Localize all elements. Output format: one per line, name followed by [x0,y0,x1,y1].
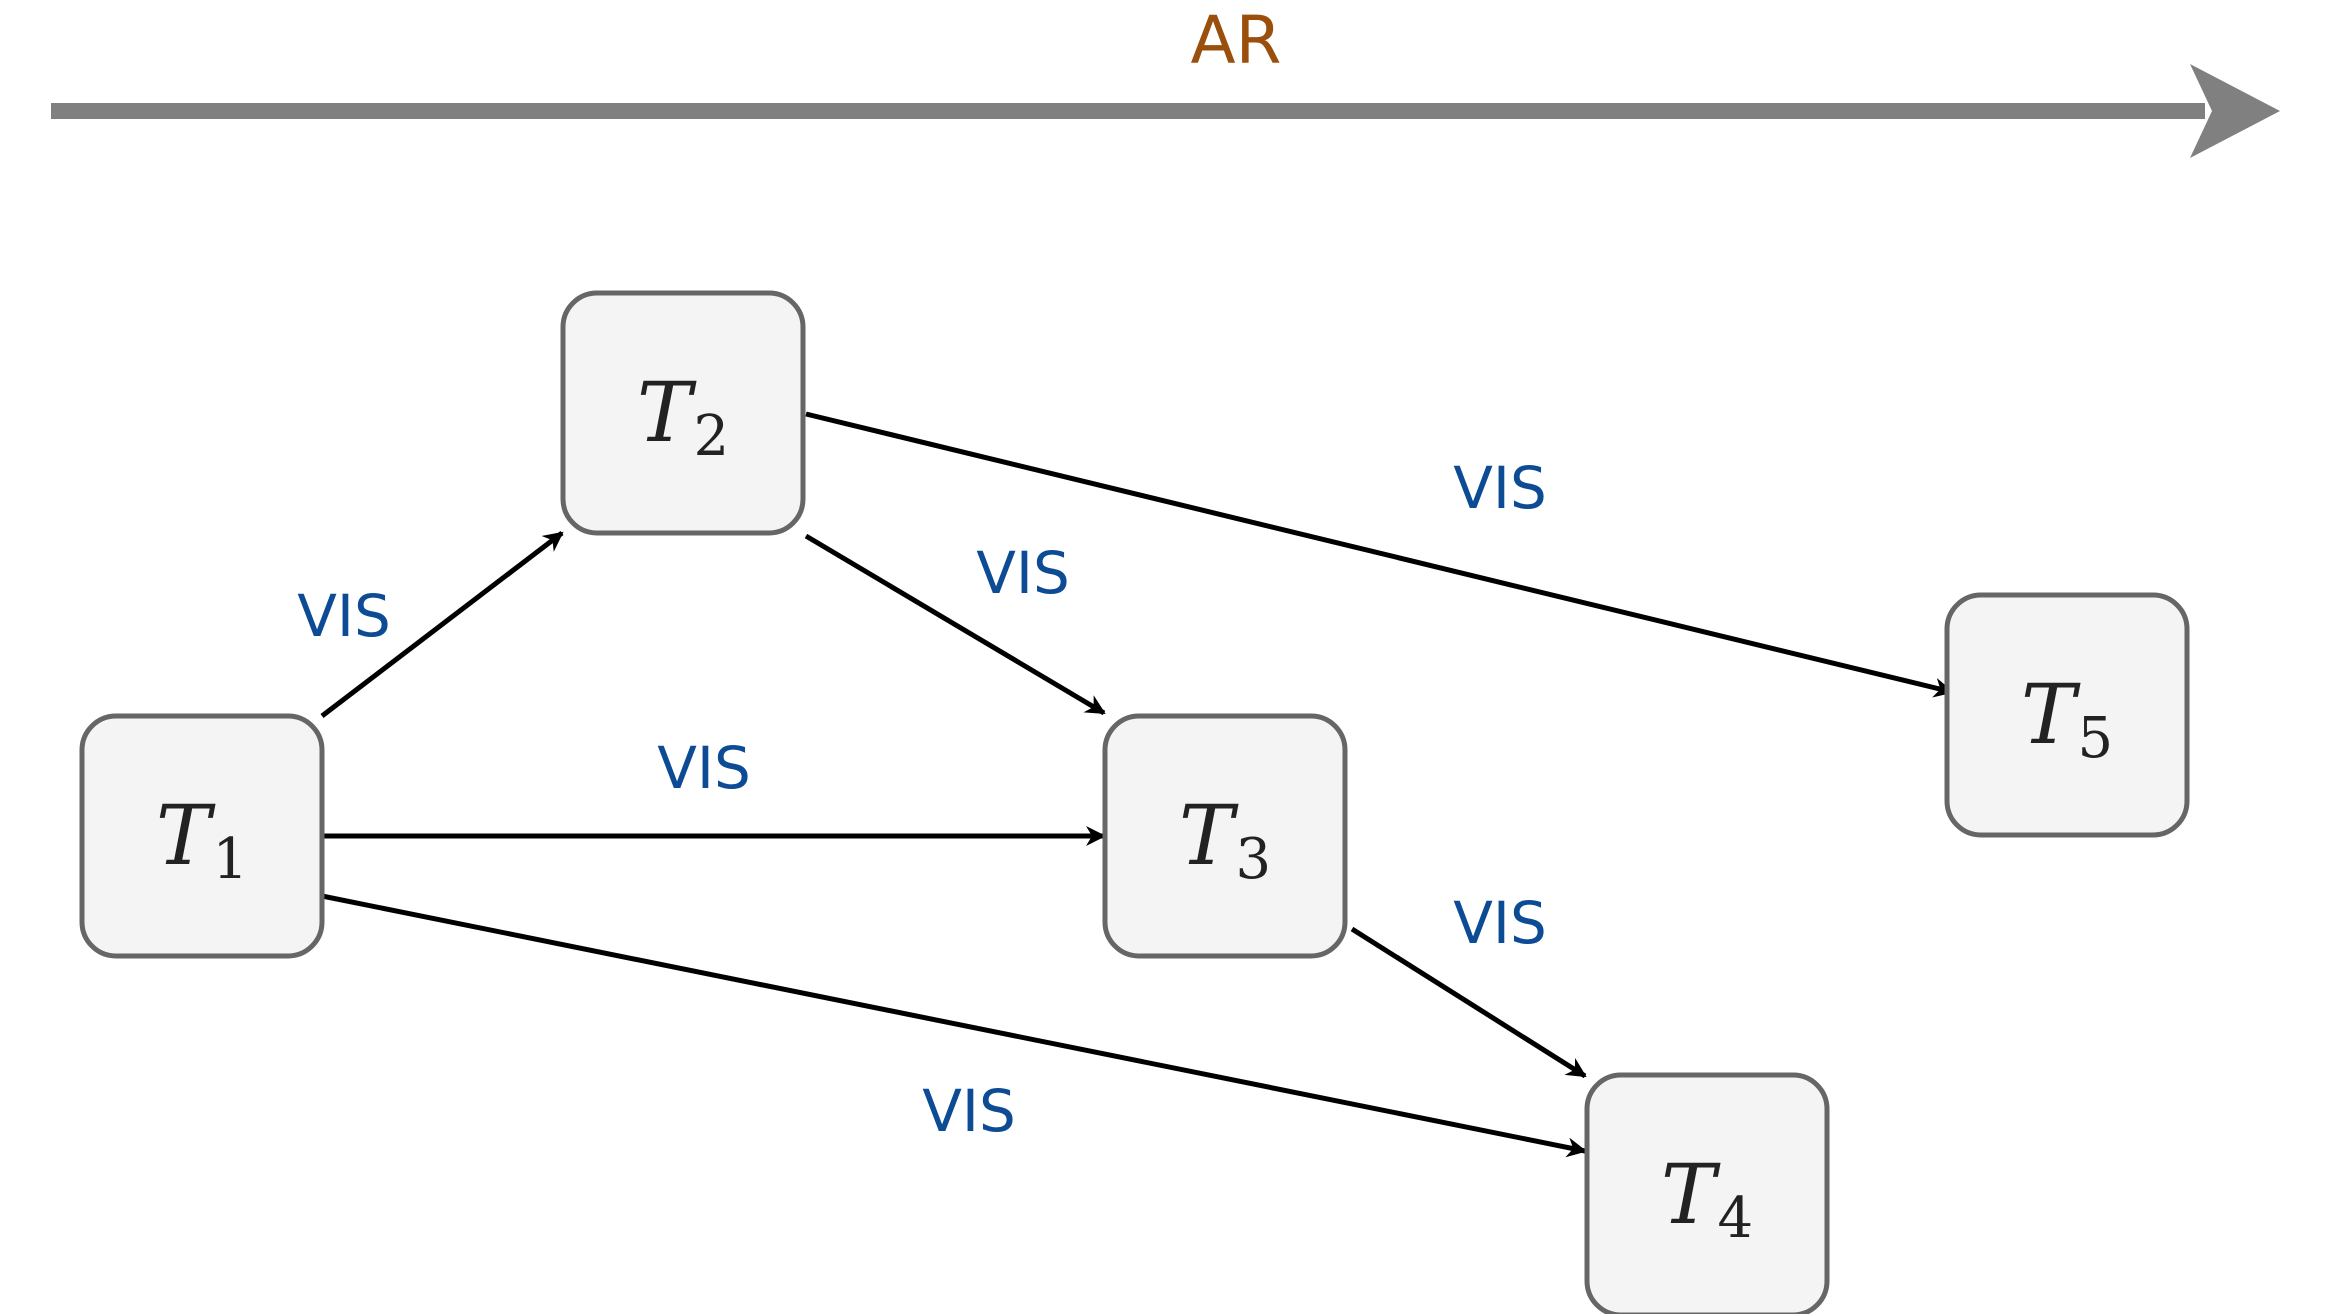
node-t5: T5 [1944,592,2190,838]
node-t1: T1 [79,713,325,959]
ar-label: AR [1190,2,1281,79]
edges [320,411,1954,1158]
ar-timeline: AR [51,2,2280,158]
node-t3-box [1102,713,1348,959]
edge-t1-t4 [321,893,1587,1158]
edge-label-t2-t5: VIS [1453,454,1547,522]
edge-label-t2-t3: VIS [976,539,1070,607]
node-t2: T2 [560,290,806,536]
node-t5-box [1944,592,2190,838]
edge-label-t1-t2: VIS [297,582,391,650]
node-t3: T3 [1102,713,1348,959]
edge-t1-t2 [320,531,564,718]
ar-timeline-arrowhead [2190,64,2280,158]
node-t4-label: T4 [1661,1148,1753,1251]
edge-label-t1-t3: VIS [657,734,751,802]
node-t2-label: T2 [637,366,729,469]
node-t1-box [79,713,325,959]
node-t4-box [1584,1072,1830,1314]
node-t4: T4 [1584,1072,1830,1314]
node-t3-label: T3 [1179,789,1271,892]
node-t5-label: T5 [2021,668,2113,771]
node-t1-label: T1 [156,789,248,892]
edge-label-t3-t4: VIS [1453,889,1547,957]
edge-t2-t5 [805,411,1954,698]
edge-label-t1-t4: VIS [922,1077,1016,1145]
edge-t2-t3 [804,533,1106,716]
edge-t3-t4 [1350,926,1587,1079]
edge-labels: VIS VIS VIS VIS VIS VIS [297,454,1547,1145]
node-t2-box [560,290,806,536]
